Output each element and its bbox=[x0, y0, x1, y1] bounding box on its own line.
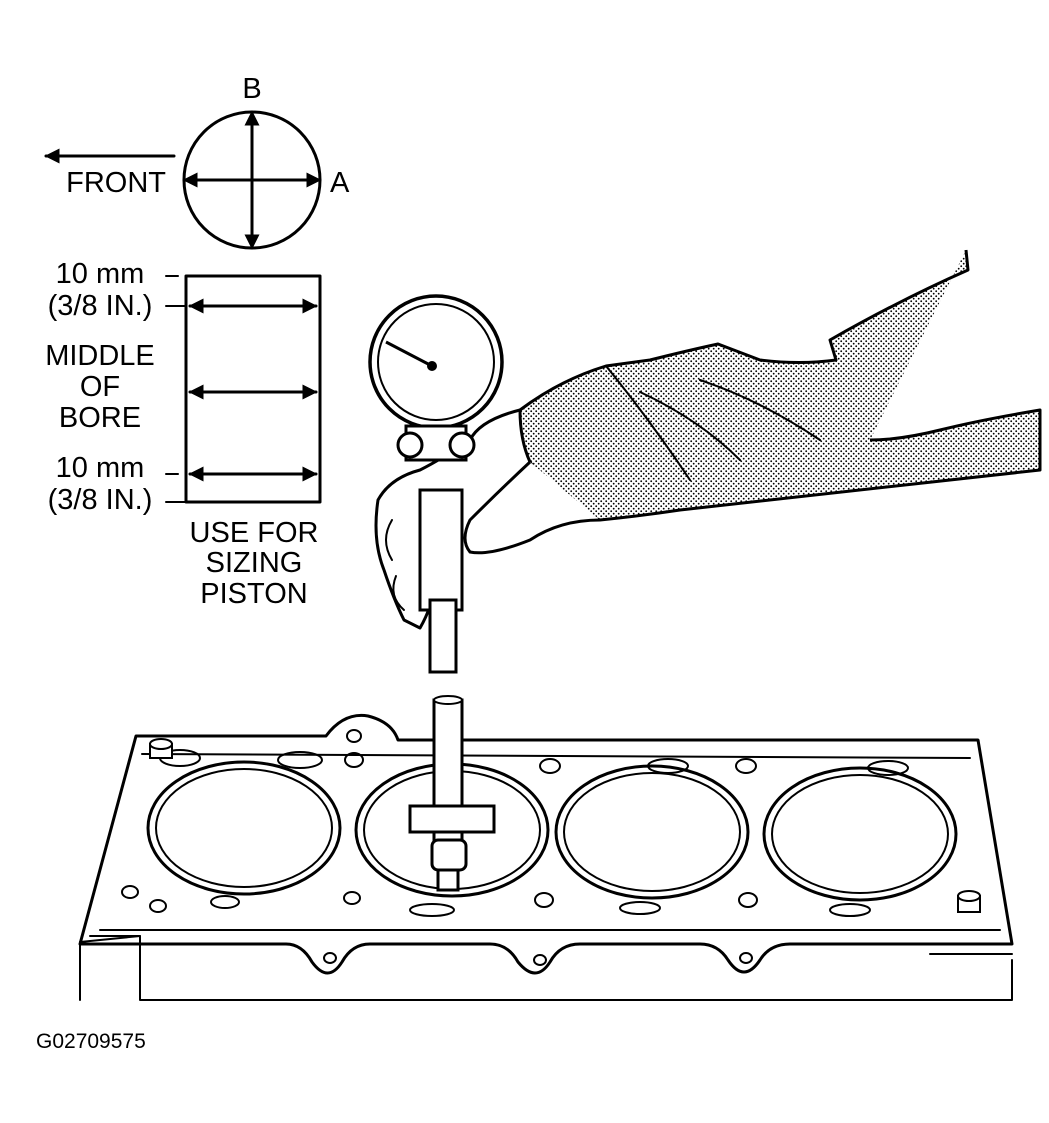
cylinder-bore-3 bbox=[554, 764, 750, 900]
dial-bore-gauge bbox=[368, 249, 1042, 674]
bottom-dimension-mm: 10 mm bbox=[56, 452, 145, 484]
note-line-3: PISTON bbox=[200, 578, 307, 610]
bore-direction-compass: B A FRONT bbox=[44, 73, 350, 250]
gauge-handle bbox=[418, 488, 464, 612]
a-label: A bbox=[330, 167, 350, 199]
middle-label-1: MIDDLE bbox=[45, 340, 155, 372]
dowel-pin-left bbox=[149, 738, 173, 759]
gloved-arm bbox=[518, 249, 1042, 522]
figure-code: G02709575 bbox=[36, 1030, 146, 1053]
note-line-2: SIZING bbox=[206, 547, 303, 579]
top-dimension-in: (3/8 IN.) bbox=[48, 290, 153, 322]
cylinder-bore-4 bbox=[762, 766, 958, 902]
bore-measuring-zones: 10 mm (3/8 IN.) MIDDLE OF BORE 10 mm (3/… bbox=[45, 258, 322, 610]
thumb bbox=[463, 460, 601, 555]
cylinder-bore-1 bbox=[146, 760, 342, 896]
dial-needle bbox=[385, 340, 433, 368]
note-line-1: USE FOR bbox=[190, 517, 319, 549]
gauge-probe-in-bore bbox=[408, 695, 496, 892]
engine-block-deck bbox=[78, 713, 1014, 1001]
gauge-rod bbox=[428, 598, 458, 674]
deck-passages bbox=[121, 729, 909, 966]
dowel-pin-right bbox=[957, 890, 981, 913]
dial-face bbox=[368, 294, 504, 430]
centering-guide bbox=[408, 804, 496, 834]
bottom-dimension-in: (3/8 IN.) bbox=[48, 484, 153, 516]
middle-label-2: OF bbox=[80, 371, 120, 403]
b-label: B bbox=[242, 73, 261, 105]
front-label: FRONT bbox=[66, 167, 166, 199]
top-dimension-mm: 10 mm bbox=[56, 258, 145, 290]
middle-label-3: BORE bbox=[59, 402, 141, 434]
